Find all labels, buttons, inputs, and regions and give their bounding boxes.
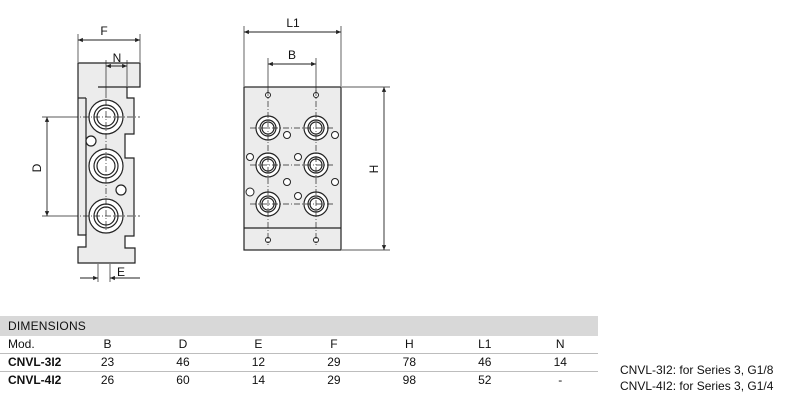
note-line: CNVL-3I2: for Series 3, G1/8	[620, 363, 774, 377]
label-H: H	[367, 165, 381, 174]
side-view	[42, 34, 141, 282]
side-small-hole-lower	[115, 184, 127, 196]
table-cell: 26	[100, 373, 115, 387]
column-header: L1	[447, 336, 523, 354]
table-cell: 78	[371, 353, 448, 372]
table-cell: 52	[478, 373, 492, 387]
table-cell: 98	[402, 373, 416, 387]
column-header: B	[69, 336, 146, 354]
table-header-row: Mod. B D E F H L1 N	[0, 336, 598, 354]
top-view	[243, 26, 390, 251]
table-row: CNVL-4I2 26 60 14 29 98 52 -	[0, 372, 598, 390]
label-B: B	[288, 48, 296, 62]
table-cell: 29	[296, 353, 372, 372]
table-cell: 14	[251, 373, 266, 387]
table-row: CNVL-3I2 23 46 12 29 78 46 14	[0, 353, 598, 372]
table-cell: CNVL-3I2	[0, 353, 70, 372]
label-N: N	[113, 51, 122, 65]
column-header: D	[145, 336, 221, 354]
technical-drawing: F N D E	[30, 16, 390, 282]
table-cell: 46	[447, 353, 523, 372]
series-notes: CNVL-3I2: for Series 3, G1/8 CNVL-4I2: f…	[620, 362, 773, 394]
table-cell: CNVL-4I2	[8, 373, 62, 387]
table-cell: 60	[176, 373, 190, 387]
table-cell: 46	[145, 353, 221, 372]
label-L1: L1	[286, 16, 300, 30]
table-cell: 14	[522, 353, 598, 372]
table-cell: 23	[69, 353, 146, 372]
table-cell: 12	[220, 353, 297, 372]
table-cell: 29	[327, 373, 341, 387]
side-small-hole-upper	[85, 135, 97, 147]
column-header: E	[220, 336, 297, 354]
dimensions-table: DIMENSIONS Mod. B D E F H L1 N CNVL-3I2 …	[0, 316, 598, 389]
label-D: D	[30, 163, 44, 172]
column-header: Mod.	[0, 336, 70, 354]
label-E: E	[117, 265, 125, 279]
column-header: H	[371, 336, 448, 354]
table-title-row: DIMENSIONS	[0, 316, 598, 336]
column-header: F	[296, 336, 372, 354]
table-cell: -	[558, 373, 563, 387]
column-header: N	[522, 336, 598, 354]
note-line: CNVL-4I2: for Series 3, G1/4	[620, 379, 774, 393]
label-F: F	[100, 24, 107, 38]
table-title: DIMENSIONS	[0, 316, 598, 336]
